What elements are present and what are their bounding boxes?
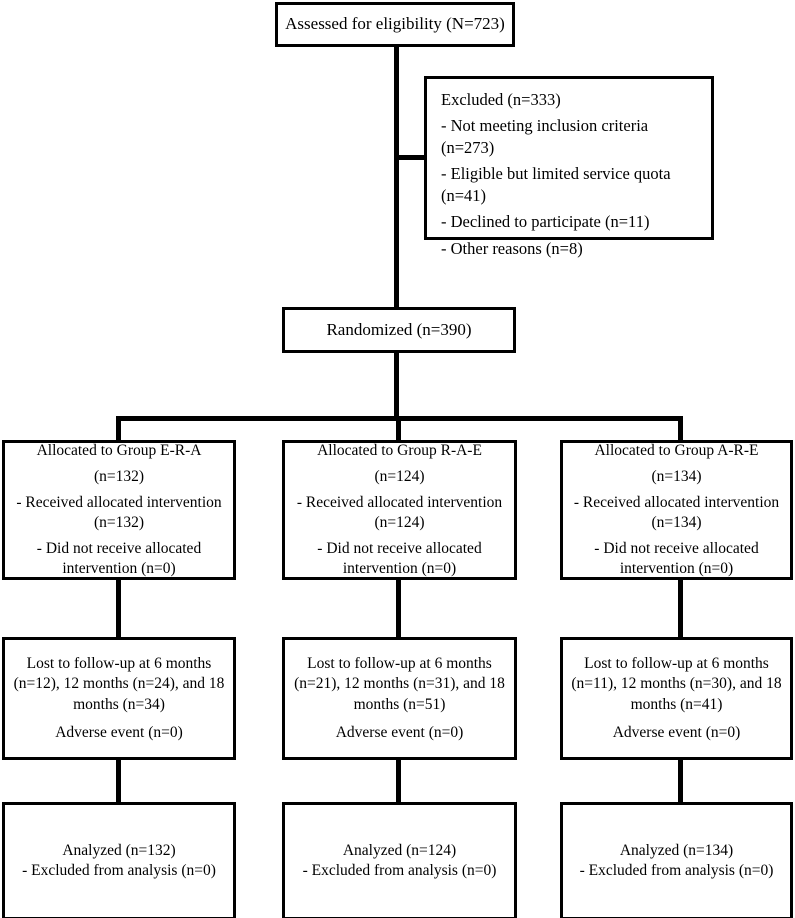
connector-assessed-to-randomized xyxy=(394,45,399,309)
assessed-text: Assessed for eligibility (N=723) xyxy=(285,14,505,34)
followup-lost-line2: (n=11), 12 months (n=30), and 18 xyxy=(571,675,782,693)
connector-trunk-to-excluded xyxy=(394,155,427,160)
randomized-text: Randomized (n=390) xyxy=(326,319,472,339)
followup-lost-line3: months (n=51) xyxy=(353,695,446,713)
analyzed-count: Analyzed (n=134) xyxy=(619,841,734,859)
node-followup-era: Lost to follow-up at 6 months (n=12), 12… xyxy=(2,637,236,760)
node-allocation-are: Allocated to Group A-R-E (n=134) - Recei… xyxy=(560,440,793,580)
analyzed-excluded-count: - Excluded from analysis (n=0) xyxy=(579,862,774,879)
followup-lost-line1: Lost to follow-up at 6 months xyxy=(26,655,212,673)
connector-followup-to-analyzed-2 xyxy=(396,758,401,804)
alloc-group-n: (n=132) xyxy=(93,467,145,485)
node-assessed-for-eligibility: Assessed for eligibility (N=723) xyxy=(275,2,515,47)
excluded-not-meeting: - Not meeting inclusion criteria (n=273) xyxy=(441,116,649,157)
node-analysis-rae: Analyzed (n=124) - Excluded from analysi… xyxy=(282,802,517,918)
node-followup-are: Lost to follow-up at 6 months (n=11), 12… xyxy=(560,637,793,760)
alloc-group-n: (n=124) xyxy=(374,467,425,485)
followup-adverse: Adverse event (n=0) xyxy=(335,723,464,741)
followup-lost-line2: (n=21), 12 months (n=31), and 18 xyxy=(294,675,505,693)
analyzed-count: Analyzed (n=124) xyxy=(342,841,457,859)
node-allocation-era: Allocated to Group E-R-A (n=132) - Recei… xyxy=(2,440,236,580)
analyzed-count: Analyzed (n=132) xyxy=(62,841,176,859)
connector-alloc-to-followup-3 xyxy=(678,578,683,639)
followup-lost-line3: months (n=41) xyxy=(630,695,723,713)
node-allocation-rae: Allocated to Group R-A-E (n=124) - Recei… xyxy=(282,440,517,580)
node-analysis-era: Analyzed (n=132) - Excluded from analysi… xyxy=(2,802,236,918)
node-analysis-are: Analyzed (n=134) - Excluded from analysi… xyxy=(560,802,793,918)
connector-alloc-to-followup-1 xyxy=(116,578,121,639)
node-randomized: Randomized (n=390) xyxy=(282,307,516,353)
alloc-received-label: - Received allocated intervention xyxy=(296,493,503,511)
followup-lost-line1: Lost to follow-up at 6 months xyxy=(584,655,769,673)
alloc-not-received-label: - Did not receive allocated xyxy=(317,540,482,558)
alloc-received-label: - Received allocated intervention xyxy=(16,493,222,511)
alloc-received-label: - Received allocated intervention xyxy=(573,493,780,511)
connector-followup-to-analyzed-3 xyxy=(678,758,683,804)
excluded-declined: - Declined to participate (n=11) xyxy=(441,212,650,232)
node-excluded: Excluded (n=333) - Not meeting inclusion… xyxy=(424,76,714,258)
alloc-received-n: (n=124) xyxy=(374,514,425,531)
followup-adverse: Adverse event (n=0) xyxy=(55,723,183,741)
alloc-not-received-n: intervention (n=0) xyxy=(62,560,176,578)
analyzed-excluded-count: - Excluded from analysis (n=0) xyxy=(22,862,216,879)
connector-branch-to-alloc-1 xyxy=(116,416,121,442)
excluded-quota: - Eligible but limited service quota (n=… xyxy=(441,164,671,205)
node-followup-rae: Lost to follow-up at 6 months (n=21), 12… xyxy=(282,637,517,760)
connector-branch-to-alloc-3 xyxy=(678,416,683,442)
connector-branch-to-alloc-2 xyxy=(396,416,401,442)
connector-alloc-to-followup-2 xyxy=(396,578,401,639)
alloc-not-received-label: - Did not receive allocated xyxy=(36,540,202,558)
alloc-group-n: (n=134) xyxy=(651,467,702,485)
alloc-group-label: Allocated to Group E-R-A xyxy=(36,441,202,459)
alloc-group-label: Allocated to Group R-A-E xyxy=(317,441,482,459)
followup-lost-line3: months (n=34) xyxy=(73,695,165,713)
followup-lost-line1: Lost to follow-up at 6 months xyxy=(307,655,492,673)
followup-lost-line2: (n=12), 12 months (n=24), and 18 xyxy=(13,675,225,693)
alloc-received-n: (n=132) xyxy=(93,514,145,531)
alloc-not-received-label: - Did not receive allocated xyxy=(594,540,759,558)
alloc-received-n: (n=134) xyxy=(651,514,702,531)
analyzed-excluded-count: - Excluded from analysis (n=0) xyxy=(302,862,497,879)
connector-followup-to-analyzed-1 xyxy=(116,758,121,804)
connector-randomized-to-branch xyxy=(394,351,399,421)
alloc-not-received-n: intervention (n=0) xyxy=(619,560,734,578)
excluded-total: Excluded (n=333) xyxy=(441,90,561,109)
excluded-other: - Other reasons (n=8) xyxy=(441,238,583,258)
alloc-not-received-n: intervention (n=0) xyxy=(342,560,457,578)
followup-adverse: Adverse event (n=0) xyxy=(612,723,741,741)
alloc-group-label: Allocated to Group A-R-E xyxy=(594,441,759,459)
